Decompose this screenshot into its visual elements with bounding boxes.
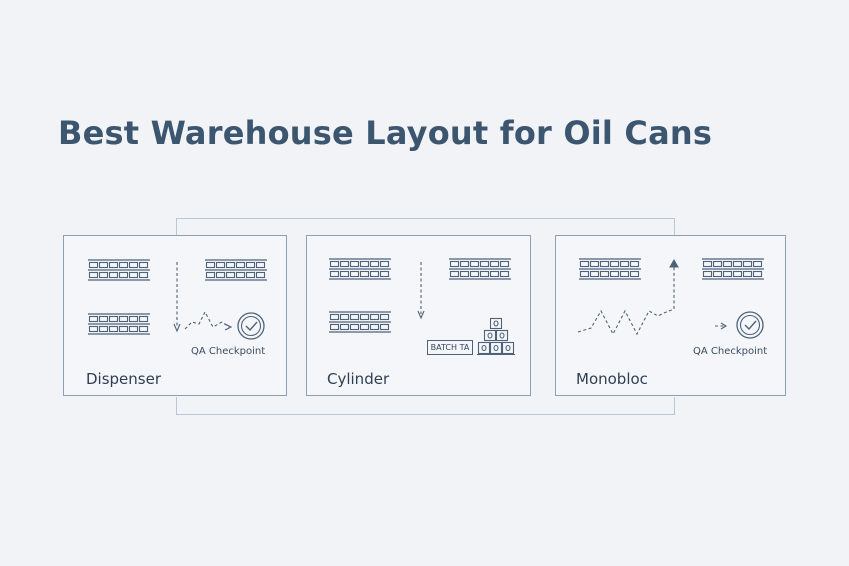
rack-icon — [88, 313, 150, 335]
dispenser-diagram — [88, 259, 267, 340]
rack-icon — [88, 259, 150, 281]
bottom-connector — [176, 397, 675, 415]
check-circle-icon — [237, 312, 265, 340]
panel-cylinder: BATCH TA Cylinder — [306, 235, 531, 396]
panel-label: Dispenser — [86, 370, 161, 388]
panel-dispenser: QA Checkpoint Dispenser — [63, 235, 287, 396]
qa-checkpoint-label: QA Checkpoint — [693, 346, 768, 357]
flow-arrow — [173, 262, 233, 333]
panel-monobloc: QA Checkpoint Monobloc — [555, 235, 786, 396]
rack-icon — [205, 259, 267, 281]
panel-label: Monobloc — [576, 370, 648, 388]
qa-checkpoint-label: QA Checkpoint — [191, 346, 266, 357]
monobloc-diagram — [577, 258, 764, 339]
zigzag-flow-arrow — [577, 258, 728, 336]
rack-icon — [702, 258, 764, 280]
cylinder-diagram — [329, 258, 515, 356]
panel-label: Cylinder — [327, 370, 390, 388]
top-connector — [176, 218, 675, 235]
rack-icon — [579, 258, 641, 280]
check-circle-icon — [736, 311, 764, 339]
batch-tag: BATCH TA — [427, 340, 473, 355]
flow-arrow — [417, 262, 425, 320]
page-title: Best Warehouse Layout for Oil Cans — [58, 114, 713, 152]
stacked-cans-icon — [477, 317, 515, 356]
rack-icon — [329, 311, 391, 333]
rack-icon — [449, 258, 511, 280]
rack-icon — [329, 258, 391, 280]
